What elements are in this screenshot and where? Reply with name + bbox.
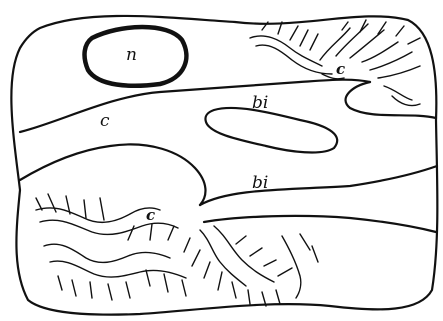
bi-lower-label: bi xyxy=(252,173,268,193)
nucleus-label: n xyxy=(126,45,137,65)
cell-outline xyxy=(11,16,437,315)
canal-middle-label: c xyxy=(100,111,110,131)
right-lobe-outline xyxy=(346,82,436,118)
lower-band-top-edge xyxy=(200,166,437,205)
canaliculi-lower-right xyxy=(184,226,318,306)
lower-band-bottom-edge xyxy=(204,216,436,232)
bi-upper-label: bi xyxy=(252,93,268,113)
vacuole-outline xyxy=(205,108,337,153)
canal-upper-label: c xyxy=(336,60,345,78)
canal-band-lower-edge xyxy=(20,144,205,205)
canaliculi-upper-right xyxy=(250,20,420,106)
canal-lower-label: c xyxy=(146,206,155,224)
canaliculi-lower-left xyxy=(36,194,186,300)
